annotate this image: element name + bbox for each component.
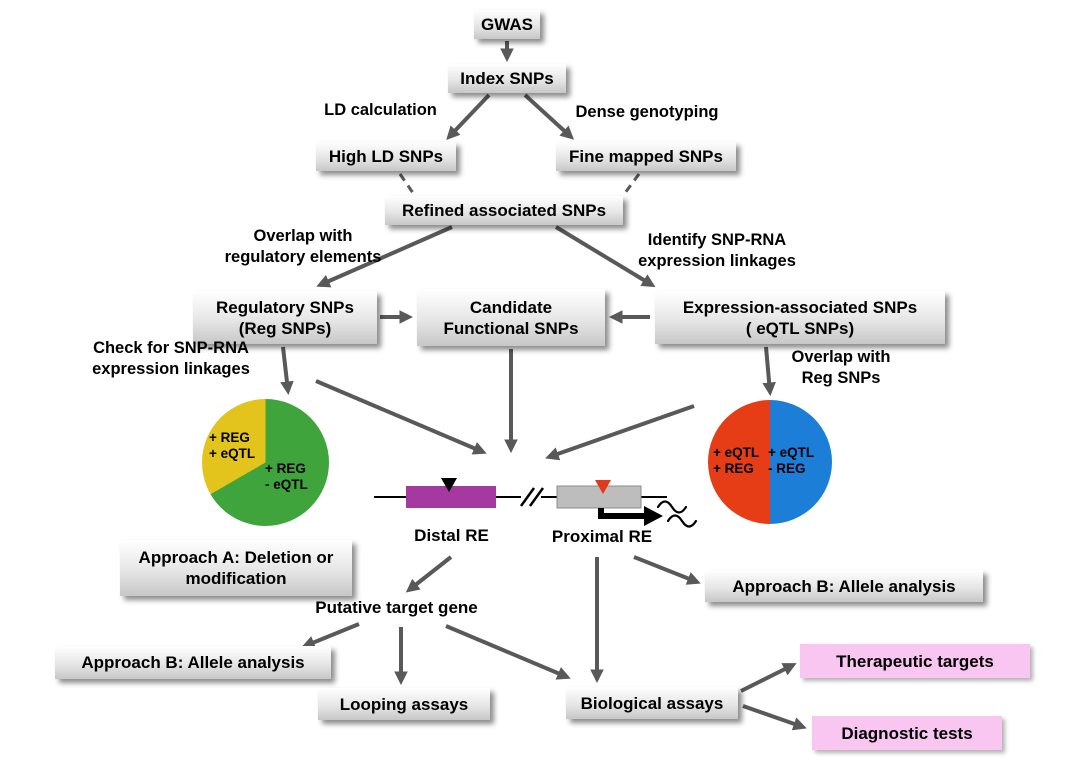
arrow-expression-to-pie-right xyxy=(762,346,776,397)
arrow-putative-to-approach-b-left xyxy=(301,622,360,649)
node-biological-assays-label: Biological assays xyxy=(580,693,724,713)
pie-left-slice-0-label: + REG + eQTL xyxy=(209,430,256,461)
arrow-biological-to-therapeutic xyxy=(740,663,797,693)
node-approach-b-left-label: Approach B: Allele analysis xyxy=(81,653,305,672)
arrow-index-to-high-ld xyxy=(446,93,491,140)
gene-model xyxy=(374,478,698,528)
node-regulatory-snps: Regulatory SNPs (Reg SNPs) xyxy=(193,291,377,344)
label-overlap-reg-snps: Overlap with Reg SNPs xyxy=(791,348,891,387)
node-refined-snps: Refined associated SNPs xyxy=(385,196,623,225)
node-approach-a: Approach A: Deletion or modification xyxy=(120,540,352,596)
label-overlap-regulatory: Overlap with regulatory elements xyxy=(224,227,382,266)
node-gwas: GWAS xyxy=(474,10,540,39)
rna-wave-icon xyxy=(656,500,688,514)
node-looping-assays: Looping assays xyxy=(318,688,490,720)
label-dense-genotyping: Dense genotyping xyxy=(575,103,719,121)
node-expression-snps-label: Expression-associated SNPs ( eQTL SNPs) xyxy=(682,297,918,338)
node-therapeutic-targets-label: Therapeutic targets xyxy=(836,651,994,671)
proximal-re-rect xyxy=(556,485,642,509)
arrow-regulatory-to-pie-left xyxy=(280,346,294,396)
proximal-snp-marker xyxy=(595,480,611,494)
label-ld-calculation: LD calculation xyxy=(324,101,437,119)
label-putative-target-gene: Putative target gene xyxy=(315,598,478,617)
node-high-ld-snps-label: High LD SNPs xyxy=(328,147,444,166)
tss-arrow xyxy=(598,508,646,519)
node-fine-mapped-snps-label: Fine mapped SNPs xyxy=(569,147,723,166)
distal-snp-marker xyxy=(441,478,457,492)
pie-left xyxy=(202,399,329,526)
node-looping-assays-label: Looping assays xyxy=(339,694,469,714)
node-diagnostic-tests-label: Diagnostic tests xyxy=(841,723,973,743)
node-approach-b-right-label: Approach B: Allele analysis xyxy=(732,576,956,596)
node-candidate-snps-label: Candidate Functional SNPs xyxy=(443,297,579,338)
node-approach-b-right: Approach B: Allele analysis xyxy=(705,570,983,602)
label-proximal-re: Proximal RE xyxy=(551,527,653,546)
pie-left-slice-1-label: + REG - eQTL xyxy=(265,461,308,492)
arrow-proximal-to-approach-b-right xyxy=(633,555,701,585)
pie-right-slice-0-label: + eQTL + REG xyxy=(713,445,760,476)
node-approach-b-left: Approach B: Allele analysis xyxy=(55,646,331,679)
node-gwas-label: GWAS xyxy=(481,15,533,34)
label-check-snp-rna: Check for SNP-RNA expression linkages xyxy=(92,339,250,378)
node-therapeutic-targets: Therapeutic targets xyxy=(800,644,1030,678)
dashed-high-ld-to-refined xyxy=(398,173,415,194)
arrow-distal-to-putative xyxy=(405,555,453,593)
distal-re-rect xyxy=(406,486,496,508)
node-regulatory-snps-label: Regulatory SNPs (Reg SNPs) xyxy=(216,297,354,338)
label-distal-re: Distal RE xyxy=(414,526,489,545)
arrow-left-diagonal-to-gene xyxy=(315,379,487,455)
arrow-biological-to-diagnostic xyxy=(742,704,807,731)
node-approach-a-label: Approach A: Deletion or modification xyxy=(138,548,334,588)
node-biological-assays: Biological assays xyxy=(566,687,738,719)
node-expression-snps: Expression-associated SNPs ( eQTL SNPs) xyxy=(655,291,945,344)
dashed-fine-mapped-to-refined xyxy=(623,173,641,194)
node-index-snps: Index SNPs xyxy=(448,64,566,93)
tss-arrowhead xyxy=(644,506,663,526)
node-refined-snps-label: Refined associated SNPs xyxy=(401,201,607,220)
pie-right-slice-1-label: + eQTL - REG xyxy=(768,445,815,476)
arrow-putative-to-biological xyxy=(445,624,571,680)
pie-right xyxy=(708,400,832,524)
label-identify-snp-rna: Identify SNP-RNA expression linkages xyxy=(638,231,796,270)
axis-break-slash-2 xyxy=(528,487,545,507)
node-index-snps-label: Index SNPs xyxy=(460,69,554,88)
axis-break-slash-1 xyxy=(519,487,536,507)
rna-wave-icon-2 xyxy=(666,514,698,528)
arrow-right-diagonal-to-gene xyxy=(545,404,695,461)
node-fine-mapped-snps: Fine mapped SNPs xyxy=(556,142,736,171)
node-high-ld-snps: High LD SNPs xyxy=(316,142,456,171)
node-diagnostic-tests: Diagnostic tests xyxy=(812,716,1002,750)
node-candidate-snps: Candidate Functional SNPs xyxy=(417,289,605,346)
